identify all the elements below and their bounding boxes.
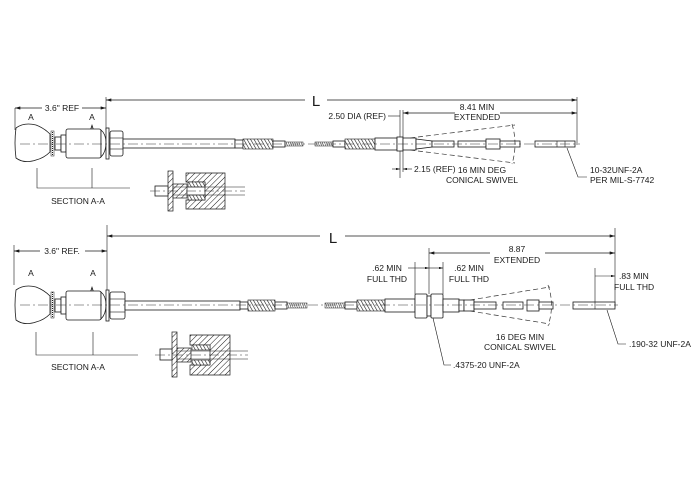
extended-label-bottom: EXTENDED <box>494 255 540 265</box>
threaded-end-bottom <box>572 301 616 310</box>
right-thread-label: FULL THD <box>449 274 489 284</box>
end-thread-value: .83 MIN <box>619 271 649 281</box>
section-label-bottom: SECTION A-A <box>51 362 105 372</box>
swivel-label-line2: CONICAL SWIVEL <box>446 175 518 185</box>
swivel-label-line2-bottom: CONICAL SWIVEL <box>484 342 556 352</box>
bulkhead-nut-right <box>430 293 444 319</box>
section-label: SECTION A-A <box>51 196 105 206</box>
end-thread-callout: .190-32 UNF-2A <box>629 339 691 349</box>
knurled-ring <box>50 130 55 157</box>
ref-offset-label: 2.15 (REF) <box>414 164 456 174</box>
left-thread-value: .62 MIN <box>372 263 402 273</box>
cable-body <box>20 136 580 152</box>
section-marker-right-bottom: A <box>90 268 96 278</box>
knob-length-label-bottom: 3.6" REF. <box>44 246 80 256</box>
left-thread-label: FULL THD <box>367 274 407 284</box>
extended-value-bottom: 8.87 <box>509 244 526 254</box>
knob-housing <box>65 128 102 159</box>
section-a-a-detail <box>150 170 245 212</box>
extended-value: 8.41 MIN <box>460 102 495 112</box>
overall-length-dimension: L <box>105 93 578 145</box>
bulkhead-dia-label: 2.50 DIA (REF) <box>328 111 386 121</box>
bulkhead-nut-left <box>414 293 428 319</box>
control-rod <box>122 138 236 149</box>
swivel-label-line1: 16 MIN DEG <box>458 165 506 175</box>
thread-leader <box>566 147 587 178</box>
bottom-view: L 3.6" REF. A A SECTION A-A <box>13 225 691 378</box>
extended-label: EXTENDED <box>454 112 500 122</box>
control-knob <box>14 123 51 162</box>
section-leader <box>36 168 130 189</box>
section-marker-left: A <box>28 112 34 122</box>
section-marker-right: A <box>89 112 95 122</box>
thread-label-line1: 10-32UNF-2A <box>590 165 643 175</box>
bulkhead-thread-leader <box>432 317 451 366</box>
end-thread-leader <box>606 309 626 345</box>
knob-length-label: 3.6" REF <box>45 103 79 113</box>
top-view: L 3.6" REF A A SECTION A-A <box>14 93 655 212</box>
swivel-label-line1-bottom: 16 DEG MIN <box>496 332 544 342</box>
control-knob-bottom <box>14 285 51 324</box>
overall-length-label: L <box>312 93 320 110</box>
overall-length-label-bottom: L <box>329 230 337 247</box>
cable-body-bottom <box>20 293 618 319</box>
right-thread-value: .62 MIN <box>454 263 484 273</box>
section-a-a-detail-bottom <box>155 331 248 378</box>
bulkhead-thread-label: .4375-20 UNF-2A <box>453 360 520 370</box>
section-marker-left-bottom: A <box>28 268 34 278</box>
panel-nut <box>109 130 124 157</box>
knob-length-dimension: 3.6" REF <box>14 103 106 130</box>
end-thread-label: FULL THD <box>614 282 654 292</box>
thread-label-line2: PER MIL-S-7742 <box>590 175 655 185</box>
overall-length-dimension-bottom: L <box>106 225 616 307</box>
